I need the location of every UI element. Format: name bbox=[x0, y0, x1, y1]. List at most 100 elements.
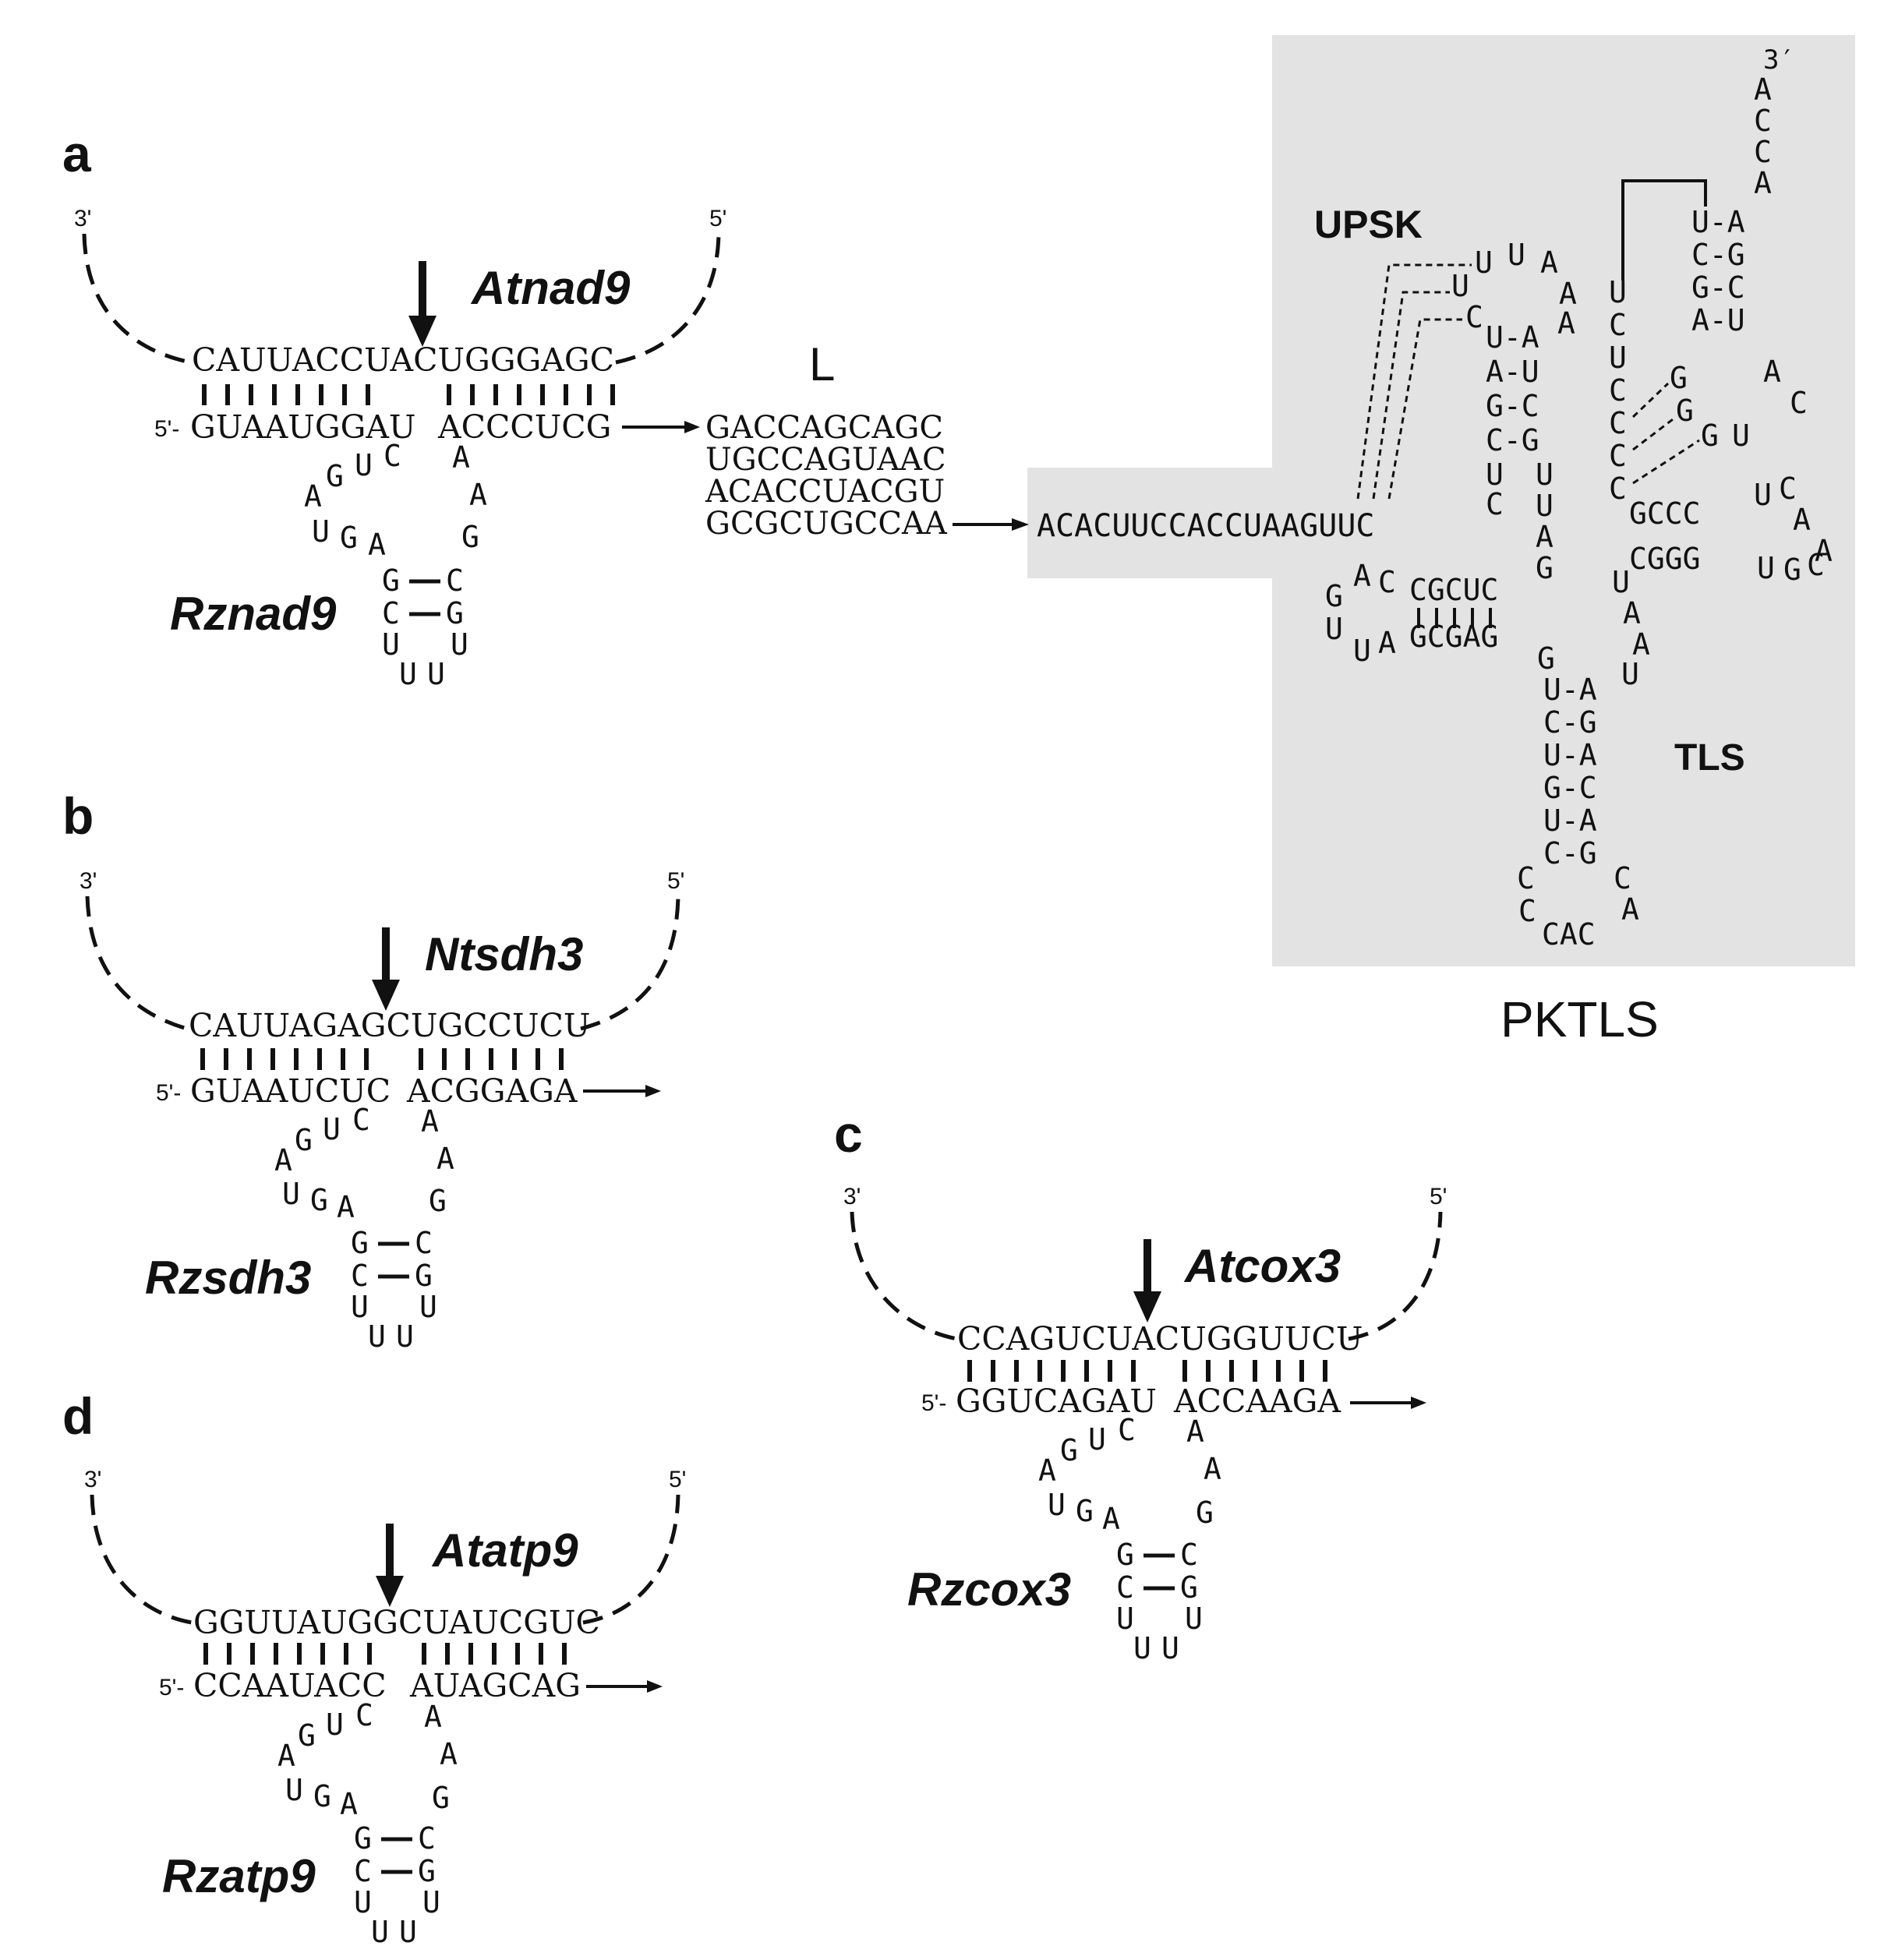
svg-text:G: G bbox=[1701, 418, 1719, 453]
svg-text:A: A bbox=[1353, 559, 1371, 593]
stem-base: C bbox=[415, 1226, 433, 1260]
tls-5prime-strand: UC UC CC C bbox=[1609, 275, 1627, 506]
svg-text:C: C bbox=[1609, 439, 1627, 473]
svg-text:C-G: C-G bbox=[1543, 705, 1597, 740]
three-prime-label: 3' bbox=[80, 868, 97, 894]
loop-base: U bbox=[1161, 1631, 1179, 1665]
arrow-head bbox=[1012, 518, 1029, 531]
core-base: U bbox=[326, 1707, 344, 1742]
five-prime-label: 5' bbox=[667, 868, 684, 894]
ribozyme-five-prime: 5'- bbox=[159, 1675, 184, 1700]
stem-base: G bbox=[1116, 1538, 1134, 1572]
core-base: G bbox=[429, 1184, 447, 1218]
linker-line-4: GCGCUGCCAA bbox=[705, 506, 948, 542]
core-base: G bbox=[326, 459, 344, 493]
core-base: G bbox=[461, 520, 479, 554]
panel-c: c 3' 5' Atcox3 CCAGUCUACUGGUUCU 5'- GGUC… bbox=[834, 1105, 1447, 1665]
svg-text:U: U bbox=[1757, 551, 1775, 585]
ribozyme-label: Rzsdh3 bbox=[145, 1252, 311, 1304]
svg-text:A: A bbox=[1559, 277, 1577, 311]
svg-text:U: U bbox=[1609, 275, 1627, 309]
svg-text:C: C bbox=[1614, 861, 1631, 895]
ribozyme-right-arm: AUAGCAG bbox=[409, 1667, 581, 1704]
target-sequence: GGUUAUGGCUAUCGUC bbox=[193, 1604, 600, 1641]
acceptor-stem: U-AC-G G-CA-U bbox=[1691, 205, 1745, 337]
core-base: A bbox=[469, 478, 487, 512]
core-base: A bbox=[1204, 1452, 1221, 1486]
cleavage-arrow-head bbox=[372, 980, 400, 1011]
cleavage-arrow-head bbox=[1133, 1291, 1161, 1323]
svg-text:A: A bbox=[1793, 503, 1811, 537]
core-base: A bbox=[440, 1737, 458, 1771]
core-base: A bbox=[1186, 1414, 1204, 1449]
cleavage-arrow-head bbox=[408, 316, 437, 347]
arrow-head bbox=[684, 421, 700, 433]
ribozyme-right-arm: ACGGAGA bbox=[406, 1072, 578, 1110]
ribozyme-five-prime: 5'- bbox=[154, 416, 179, 442]
loop-base: U bbox=[427, 657, 445, 691]
ribozyme-five-prime: 5'- bbox=[156, 1080, 181, 1106]
svg-text:C: C bbox=[1465, 300, 1483, 334]
loop-base: U bbox=[396, 1319, 414, 1354]
svg-text:G: G bbox=[1670, 361, 1688, 395]
svg-text:C: C bbox=[1807, 548, 1825, 582]
loop-base: U bbox=[351, 1290, 369, 1324]
svg-text:C: C bbox=[1518, 894, 1536, 928]
three-prime-label: 3' bbox=[74, 206, 91, 231]
svg-text:A: A bbox=[1815, 534, 1833, 568]
svg-text:G-C: G-C bbox=[1543, 771, 1597, 805]
svg-text:U-A: U-A bbox=[1543, 673, 1597, 707]
svg-text:GCCC: GCCC bbox=[1629, 496, 1701, 531]
svg-text:C: C bbox=[1517, 861, 1535, 895]
svg-text:A: A bbox=[1621, 892, 1639, 927]
target-sequence: CCAGUCUACUGGUUCU bbox=[957, 1320, 1363, 1358]
cleavage-arrow-head bbox=[376, 1576, 404, 1607]
core-base: U bbox=[1048, 1488, 1066, 1522]
upsk-label: UPSK bbox=[1314, 203, 1423, 246]
five-prime-label: 5' bbox=[1430, 1184, 1447, 1210]
svg-text:C: C bbox=[1754, 135, 1772, 169]
stem-base: C bbox=[382, 596, 400, 630]
svg-text:CAC: CAC bbox=[1542, 917, 1596, 952]
svg-text:C-G: C-G bbox=[1691, 238, 1745, 272]
arrow-head bbox=[1411, 1397, 1426, 1409]
svg-text:U-A: U-A bbox=[1543, 738, 1597, 772]
core-base: G bbox=[298, 1718, 316, 1753]
base-pair-bars bbox=[203, 1643, 567, 1665]
stem-base: G bbox=[1180, 1570, 1198, 1605]
svg-text:C-G: C-G bbox=[1543, 836, 1597, 871]
loop-base: U bbox=[368, 1319, 386, 1354]
stem-base: G bbox=[446, 596, 464, 630]
core-base: C bbox=[355, 1698, 373, 1732]
upsk-dashes bbox=[1356, 263, 1472, 500]
core-base: U bbox=[355, 448, 373, 482]
pktls-label: PKTLS bbox=[1500, 991, 1659, 1047]
stem-base: C bbox=[1116, 1570, 1134, 1605]
svg-text:A: A bbox=[1754, 166, 1772, 200]
target-mrna-dashed-curve bbox=[850, 1211, 1443, 1341]
target-mrna-dashed-curve bbox=[90, 1494, 680, 1625]
svg-text:A: A bbox=[1540, 245, 1558, 280]
ribozyme-right-arm: ACCCUCG bbox=[437, 408, 611, 446]
core-base: C bbox=[1118, 1413, 1136, 1447]
panel-a: a 3' 5' Atnad9 CAUUACCUACUGGGAGC 5'- GUA… bbox=[62, 125, 726, 691]
svg-text:CGCUC: CGCUC bbox=[1409, 573, 1498, 607]
core-base: A bbox=[368, 528, 386, 562]
svg-text:C: C bbox=[1486, 487, 1504, 521]
core-base: C bbox=[384, 439, 401, 473]
svg-text:U-A: U-A bbox=[1486, 320, 1539, 355]
linker-label: L bbox=[809, 338, 835, 390]
d-arm-pairs bbox=[1417, 608, 1492, 628]
svg-text:U: U bbox=[1621, 657, 1639, 691]
three-prime-end: 3′ bbox=[1763, 44, 1795, 76]
linker-line-1: GACCAGCAGC bbox=[705, 410, 943, 446]
loop-base: U bbox=[451, 627, 468, 662]
svg-text:A-U: A-U bbox=[1691, 303, 1745, 337]
base-pair-bars bbox=[200, 1048, 564, 1070]
svg-text:C: C bbox=[1378, 565, 1396, 599]
svg-text:U: U bbox=[1732, 418, 1750, 453]
ribozyme-five-prime: 5'- bbox=[921, 1390, 946, 1416]
core-base: U bbox=[323, 1112, 341, 1146]
loop-base: U bbox=[399, 657, 417, 691]
core-base: A bbox=[424, 1700, 442, 1734]
